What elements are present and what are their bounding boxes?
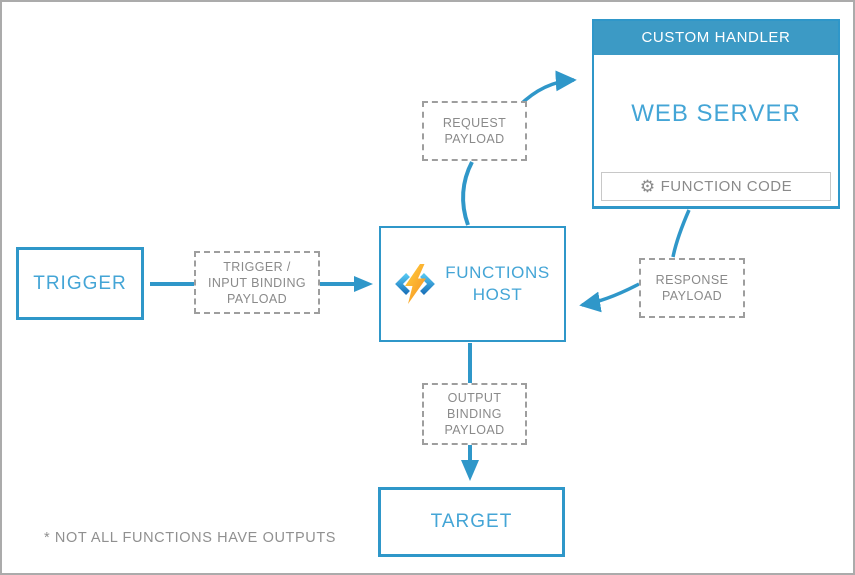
- functions-host-label-line: HOST: [472, 285, 523, 304]
- custom-handler-header: CUSTOM HANDLER: [594, 21, 838, 55]
- trigger-node: TRIGGER: [16, 247, 144, 320]
- arrow-response-payload-to-host: [579, 282, 640, 313]
- custom-handler-body: WEB SERVER: [594, 55, 838, 172]
- arrow-request-payload-to-handler: [517, 70, 577, 108]
- function-code-box: ⚙ FUNCTION CODE: [601, 172, 831, 201]
- functions-host-label: FUNCTIONS HOST: [445, 262, 550, 306]
- arrow-handler-to-response-payload: [671, 209, 691, 258]
- payload-label-line: TRIGGER /: [223, 259, 291, 274]
- payload-label-line: INPUT BINDING: [207, 275, 307, 290]
- request-payload-node: REQUEST PAYLOAD: [422, 101, 527, 161]
- function-code-label: FUNCTION CODE: [660, 178, 793, 195]
- response-payload-node: RESPONSE PAYLOAD: [639, 258, 745, 318]
- payload-label-line: BINDING: [447, 407, 502, 421]
- target-node: TARGET: [378, 487, 565, 557]
- functions-host-node: FUNCTIONS HOST: [379, 226, 566, 342]
- functions-logo-icon: [395, 264, 436, 304]
- trigger-label: TRIGGER: [33, 272, 127, 294]
- target-label: TARGET: [430, 511, 513, 532]
- web-server-label: WEB SERVER: [631, 99, 801, 127]
- payload-label-line: PAYLOAD: [444, 423, 505, 437]
- custom-handler-node: CUSTOM HANDLER WEB SERVER ⚙ FUNCTION COD…: [592, 19, 840, 209]
- functions-host-label-line: FUNCTIONS: [445, 263, 550, 282]
- payload-label-line: PAYLOAD: [227, 291, 287, 306]
- gear-icon: ⚙: [639, 177, 656, 196]
- payload-label-line: PAYLOAD: [444, 132, 505, 146]
- output-binding-payload-node: OUTPUT BINDING PAYLOAD: [422, 383, 527, 445]
- payload-label-line: PAYLOAD: [662, 289, 722, 303]
- payload-label-line: OUTPUT: [447, 391, 502, 405]
- payload-label-line: RESPONSE: [655, 273, 729, 287]
- trigger-input-binding-payload-node: TRIGGER / INPUT BINDING PAYLOAD: [194, 251, 320, 314]
- payload-label-line: REQUEST: [442, 116, 507, 130]
- arrow-host-to-request-payload: [461, 161, 474, 226]
- footnote: * NOT ALL FUNCTIONS HAVE OUTPUTS: [44, 530, 337, 546]
